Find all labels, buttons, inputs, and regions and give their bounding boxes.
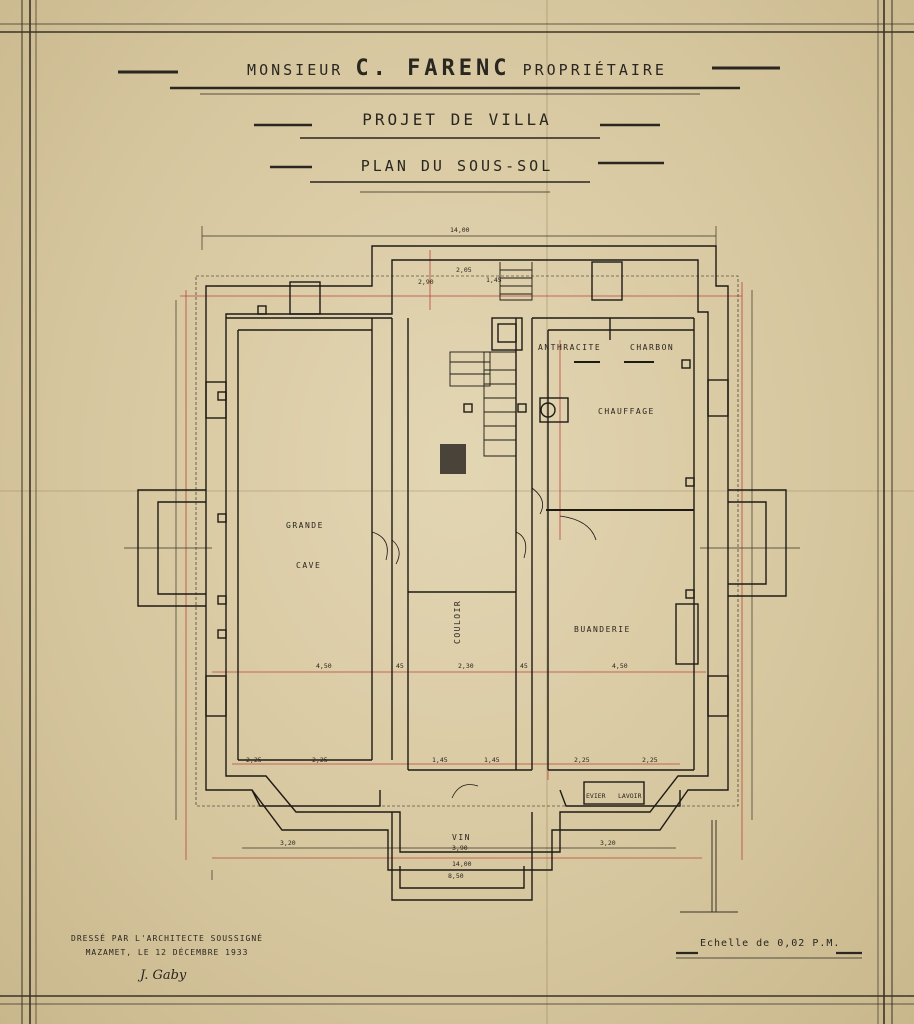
dim-2-25-a: 2,25 <box>246 756 262 764</box>
dim-14-00-bottom: 14,00 <box>452 860 472 868</box>
dimension-lines-red <box>180 250 743 860</box>
owner-name: C. FARENC <box>355 56 511 81</box>
label-anthracite: ANTHRACITE <box>538 343 601 352</box>
label-cave: CAVE <box>296 561 321 570</box>
dim-4-50-left: 4,50 <box>316 662 332 670</box>
dim-2-90: 2,90 <box>418 278 434 286</box>
owner-title: Monsieur C. FARENC Propriétaire <box>0 56 914 81</box>
coal-hatch <box>440 444 466 474</box>
dim-2-25-b: 2,25 <box>312 756 328 764</box>
paper-fold-vertical <box>546 0 548 1024</box>
dim-4-50-right: 4,50 <box>612 662 628 670</box>
walls <box>137 245 787 901</box>
dim-8-50: 8,50 <box>448 872 464 880</box>
title-rules <box>118 66 862 959</box>
project-title: Projet de Villa <box>362 110 552 129</box>
architect-signature: J. Gaby <box>140 968 187 983</box>
staircase <box>449 262 533 457</box>
dim-3-20-right: 3,20 <box>600 839 616 847</box>
dim-2-05: 2,05 <box>456 266 472 274</box>
label-evier: EVIER <box>586 792 606 800</box>
door-swings <box>371 487 597 799</box>
dim-2-30: 2,30 <box>458 662 474 670</box>
architect-credit: Dressé par l'Architecte soussigné Mazame… <box>62 932 272 960</box>
label-grande: GRANDE <box>286 521 324 530</box>
dim-overall-width: 14,00 <box>450 226 470 234</box>
label-chauffage: CHAUFFAGE <box>598 407 655 416</box>
dim-1-45-top: 1,45 <box>486 276 502 284</box>
plan-title: Plan du Sous-Sol <box>360 157 554 175</box>
dim-3-20-left: 3,20 <box>280 839 296 847</box>
dimension-labels: 14,00 4,50 45 2,30 45 4,50 2,25 2,25 1,4… <box>246 226 658 880</box>
dim-3-90: 3,90 <box>452 844 468 852</box>
dim-2-25-d: 2,25 <box>642 756 658 764</box>
dim-45-b: 45 <box>520 662 528 670</box>
credit-line-1: Dressé par l'Architecte soussigné <box>71 934 263 943</box>
label-vin: VIN <box>452 833 471 842</box>
owner-suffix: Propriétaire <box>522 61 667 79</box>
scale-note: Echelle de 0,02 P.M. <box>700 938 841 949</box>
label-buanderie: BUANDERIE <box>574 625 631 634</box>
paper-fold-horizontal <box>0 490 914 492</box>
dimension-lines <box>124 226 800 913</box>
credit-line-2: Mazamet, le 12 Décembre 1933 <box>85 948 249 957</box>
dim-1-45-a: 1,45 <box>432 756 448 764</box>
label-lavoir: LAVOIR <box>618 792 642 800</box>
label-charbon: CHARBON <box>630 343 674 352</box>
room-labels: GRANDE CAVE ANTHRACITE CHARBON CHAUFFAGE… <box>286 343 674 842</box>
dim-1-45-b: 1,45 <box>484 756 500 764</box>
dim-2-25-c: 2,25 <box>574 756 590 764</box>
dim-45-a: 45 <box>396 662 404 670</box>
owner-prefix: Monsieur <box>247 61 344 79</box>
label-couloir: COULOIR <box>453 600 462 644</box>
